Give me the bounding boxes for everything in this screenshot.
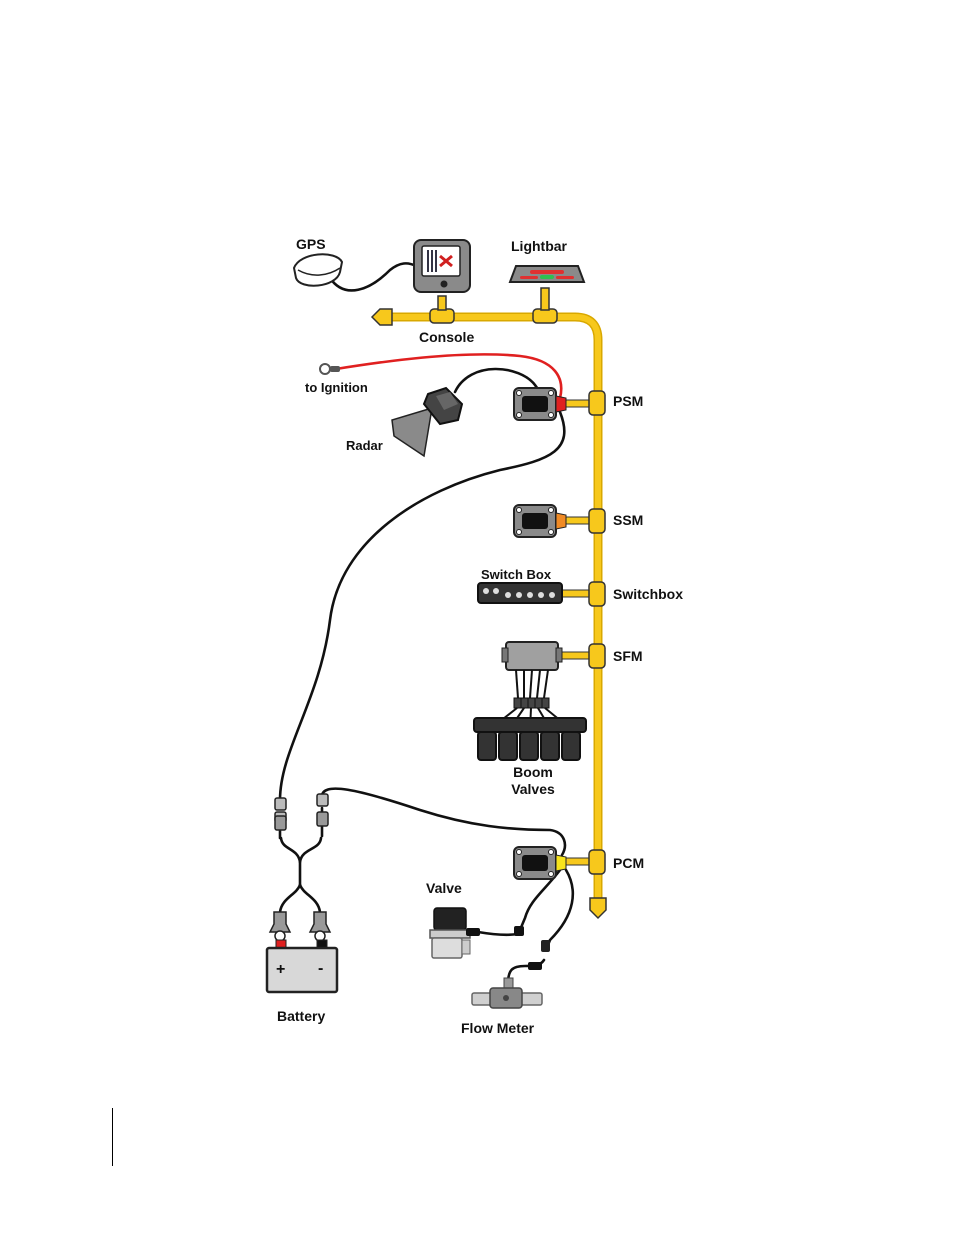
battery-label: Battery bbox=[277, 1008, 325, 1024]
console-icon bbox=[414, 240, 470, 292]
switchbox-tee bbox=[562, 582, 605, 606]
psm-label: PSM bbox=[613, 393, 643, 409]
boom-valves-label-line2: Valves bbox=[504, 781, 562, 797]
pcm-tee bbox=[566, 850, 605, 874]
valve-label: Valve bbox=[426, 880, 462, 896]
lightbar-label: Lightbar bbox=[511, 238, 567, 254]
battery-minus-label: - bbox=[318, 961, 323, 977]
ssm-module-icon bbox=[514, 505, 566, 537]
ssm-tee bbox=[566, 509, 605, 533]
ignition-ring-terminal bbox=[320, 364, 330, 374]
sfm-tee bbox=[560, 644, 605, 668]
gps-antenna-icon bbox=[294, 254, 342, 285]
lightbar-icon bbox=[510, 266, 584, 282]
flow-meter-icon bbox=[472, 940, 550, 1008]
harness-connectors bbox=[275, 794, 328, 830]
bus-terminator-bottom bbox=[590, 898, 606, 918]
bus-terminator-left bbox=[372, 309, 392, 325]
ssm-label: SSM bbox=[613, 512, 643, 528]
boom-valves-icon bbox=[474, 718, 586, 760]
pcm-label: PCM bbox=[613, 855, 644, 871]
battery-clamps bbox=[270, 912, 330, 941]
psm-module-icon bbox=[514, 388, 566, 420]
sfm-module-icon bbox=[489, 642, 572, 730]
battery-plus-label: + bbox=[276, 962, 285, 978]
flow-meter-label: Flow Meter bbox=[461, 1020, 534, 1036]
console-label: Console bbox=[419, 329, 474, 345]
switch-box-label: Switch Box bbox=[481, 567, 551, 583]
psm-tee bbox=[566, 391, 605, 415]
valve-icon bbox=[430, 908, 524, 958]
gps-label: GPS bbox=[296, 236, 326, 252]
sfm-label: SFM bbox=[613, 648, 643, 664]
lightbar-tee bbox=[533, 288, 557, 323]
boom-valves-label-line1: Boom bbox=[504, 764, 562, 780]
console-tee bbox=[430, 296, 454, 323]
switchbox-label: Switchbox bbox=[613, 586, 683, 602]
switch-box-icon bbox=[478, 583, 562, 603]
page-margin-rule bbox=[112, 1108, 113, 1166]
radar-icon bbox=[392, 388, 462, 456]
radar-label: Radar bbox=[346, 438, 383, 454]
to-ignition-label: to Ignition bbox=[305, 380, 368, 396]
